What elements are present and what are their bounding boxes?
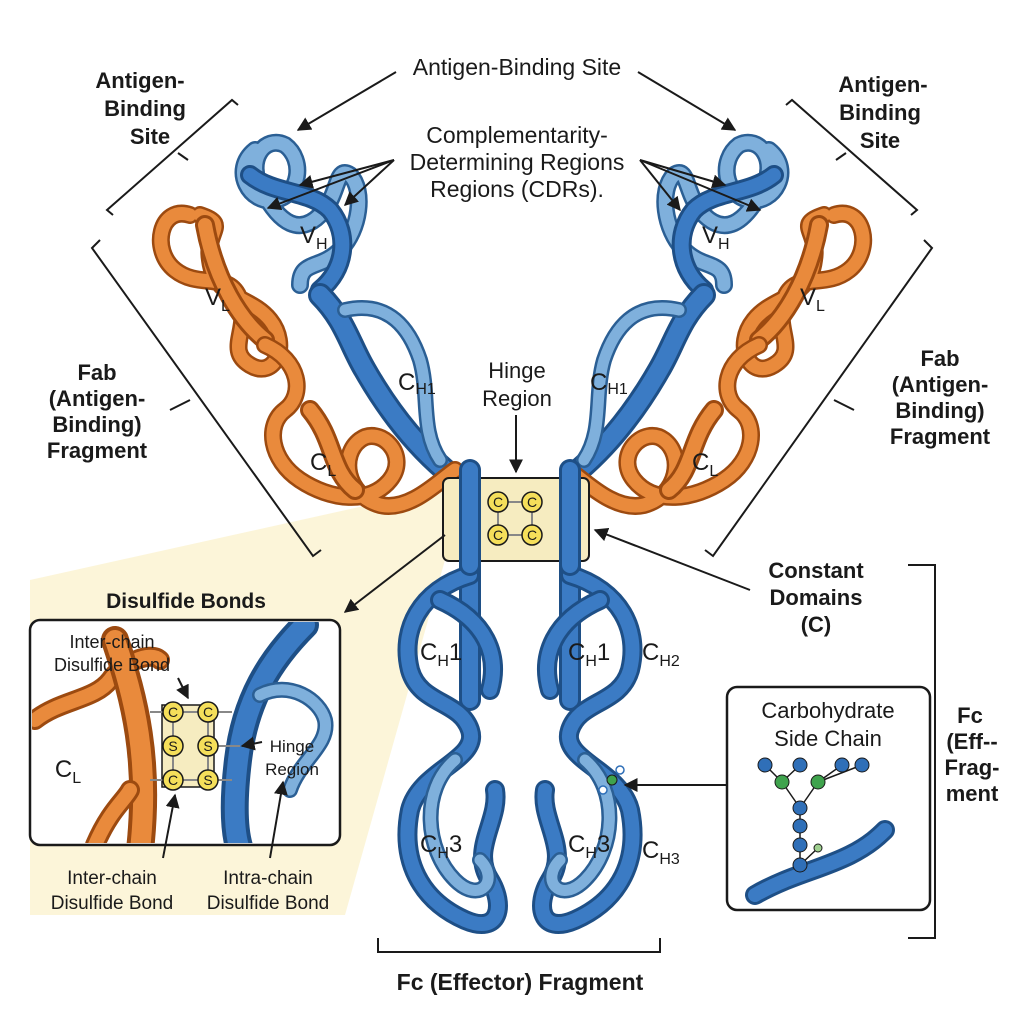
fc-label-right: Fc	[957, 703, 983, 728]
atom-label: S	[203, 772, 212, 788]
inset-hinge-label: Hinge	[270, 737, 314, 756]
fab-label-left: Fragment	[47, 438, 148, 463]
fab-label-left: Fab	[77, 360, 116, 385]
disulfide-inset: Disulfide Bonds C C	[28, 590, 342, 847]
atom-label: S	[203, 738, 212, 754]
ch2-label: CH2	[642, 639, 680, 670]
cl-label-left: CL	[310, 449, 336, 480]
vl-label-left: VL	[205, 284, 230, 315]
bracket	[377, 938, 661, 953]
inset-inter-top-label: Inter-chain	[69, 632, 154, 652]
inset-inter-bottom-label: Disulfide Bond	[51, 893, 174, 914]
fab-label-right: Binding)	[895, 398, 984, 423]
antigen-binding-site-right: Antigen-	[838, 72, 927, 97]
cdr-label: Complementarity-	[426, 122, 608, 148]
ch1-label-right: CH1	[590, 369, 628, 398]
bracket	[704, 239, 934, 558]
vl-label-right: VL	[800, 284, 825, 315]
fab-label-right: Fab	[920, 346, 959, 371]
atom-label: S	[168, 738, 177, 754]
inset-inter-bottom-label: Inter-chain	[67, 868, 157, 889]
bracket	[785, 98, 919, 216]
carbohydrate-inset: Carbohydrate Side Chain	[725, 685, 932, 912]
fc-label-right: ment	[946, 781, 999, 806]
cl-label-right: CL	[692, 449, 718, 480]
inset-intra-label: Disulfide Bond	[207, 893, 330, 914]
carbohydrate-label: Side Chain	[774, 726, 882, 751]
antigen-binding-site-title: Antigen-Binding Site	[413, 54, 621, 80]
ch1-label-left: CH1	[398, 369, 436, 398]
left-fab	[151, 133, 464, 515]
atom-label: C	[527, 527, 537, 543]
ch3-label: CH3	[642, 837, 680, 868]
atom-label: C	[493, 527, 503, 543]
inset-intra-label: Intra-chain	[223, 868, 313, 889]
antigen-binding-site-left: Binding	[104, 96, 186, 121]
hinge-atom-c	[521, 491, 543, 513]
antigen-binding-site-left: Site	[130, 124, 170, 149]
fab-label-left: Binding)	[52, 412, 141, 437]
cdr-label: Regions (CDRs).	[430, 176, 604, 202]
atom-label: C	[493, 494, 503, 510]
constant-domains-label: Domains	[770, 585, 863, 610]
bracket	[90, 239, 322, 558]
antigen-binding-site-right: Site	[860, 128, 900, 153]
right-fab	[560, 133, 873, 515]
constant-domains-label: Constant	[768, 558, 864, 583]
hinge-label: Region	[482, 386, 552, 411]
hinge-atom-c	[521, 524, 543, 546]
fc-ch3-label-left: CH3	[420, 831, 462, 862]
bracket	[105, 98, 239, 216]
bracket	[908, 564, 936, 939]
inset-hinge-label: Region	[265, 760, 319, 779]
hinge-label: Hinge	[488, 358, 545, 383]
atom-label: C	[168, 704, 178, 720]
cdr-label: Determining Regions	[410, 149, 625, 175]
fc-ch-label-left: CH1	[420, 639, 462, 670]
fc-fragment-label: Fc (Effector) Fragment	[397, 969, 644, 995]
inset-inter-top-label: Disulfide Bond	[54, 655, 170, 675]
fab-label-right: (Antigen-	[892, 372, 989, 397]
fab-label-left: (Antigen-	[49, 386, 146, 411]
fc-label-right: (Eff--	[946, 729, 997, 754]
fab-label-right: Fragment	[890, 424, 991, 449]
cl-label: CL	[55, 756, 81, 787]
vh-label-left: VH	[300, 222, 328, 253]
constant-domains-label: (C)	[801, 612, 832, 637]
fc-ch-label-right: CH1	[568, 639, 610, 670]
fc-label-right: Frag-	[945, 755, 1000, 780]
disulfide-title: Disulfide Bonds	[106, 590, 266, 613]
antigen-binding-site-right: Binding	[839, 100, 921, 125]
antigen-binding-site-left: Antigen-	[95, 68, 184, 93]
hinge-atom-c	[487, 524, 509, 546]
hinge-box: C C C C	[442, 459, 590, 576]
fc-region	[397, 509, 643, 934]
atom-label: C	[527, 494, 537, 510]
atom-label: C	[203, 704, 213, 720]
vh-label-right: VH	[702, 222, 730, 253]
fc-ch3-label-right: CH3	[568, 831, 610, 862]
atom-label: C	[168, 772, 178, 788]
hinge-atom-c	[487, 491, 509, 513]
carbohydrate-label: Carbohydrate	[761, 698, 894, 723]
